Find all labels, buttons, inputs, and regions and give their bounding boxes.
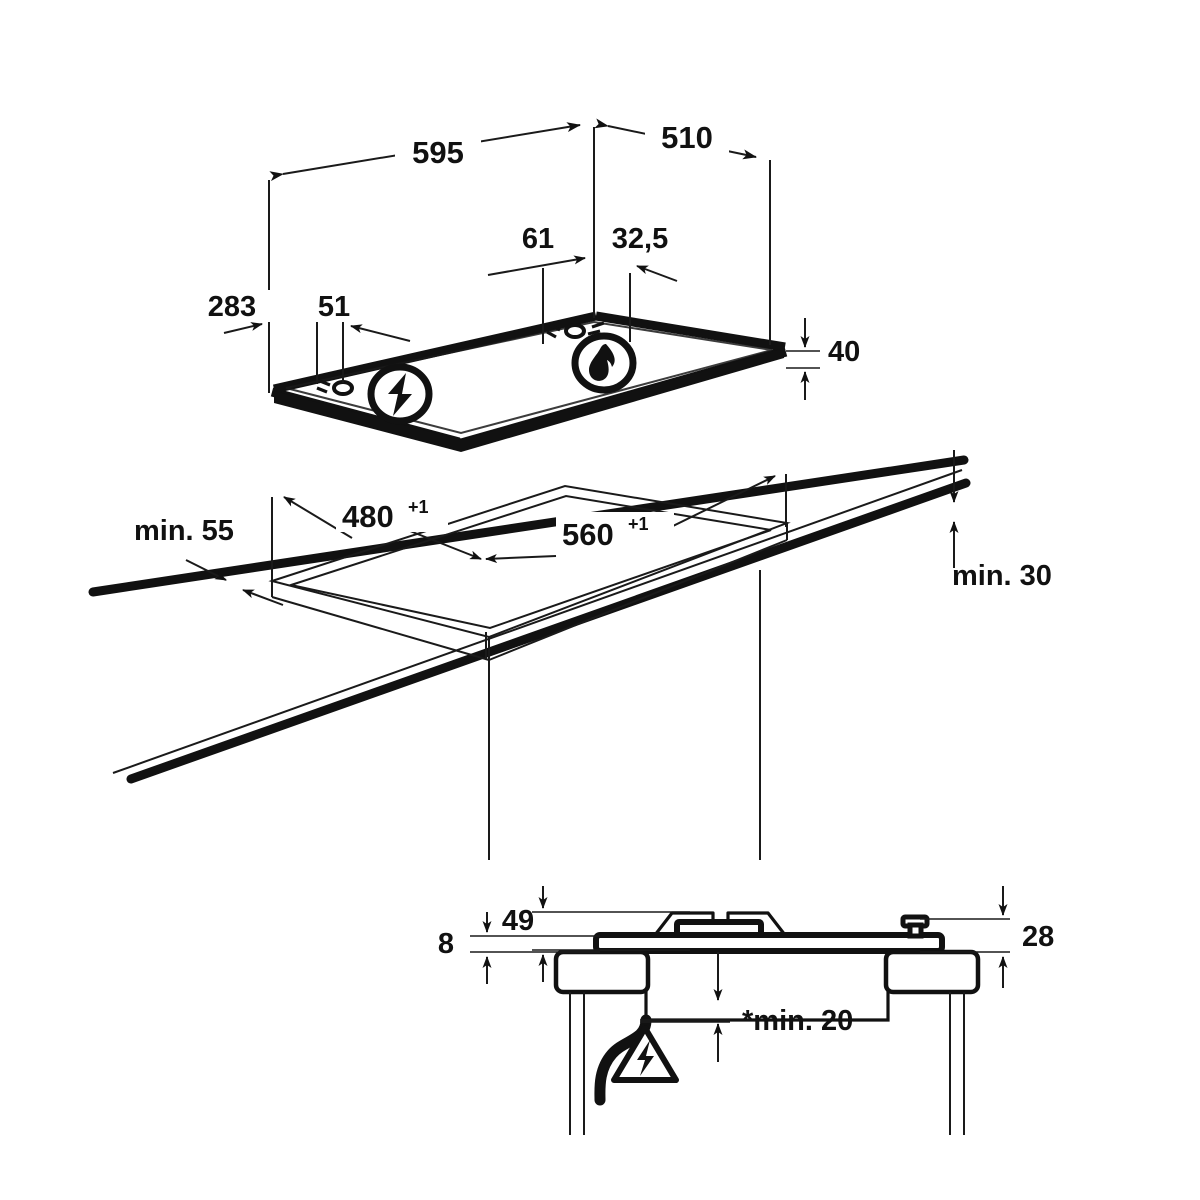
dim-label-min-30: min. 30 [952, 560, 1052, 592]
gas-flame-icon [571, 332, 637, 394]
worktop-top-edge [88, 455, 969, 597]
dim-49: 49 [502, 886, 690, 982]
dim-min-20: *min. 20 [640, 952, 853, 1062]
dim-label-560-tolerance: +1 [628, 514, 649, 534]
dim-label-595: 595 [412, 135, 464, 170]
dim-label-min-55: min. 55 [134, 515, 234, 547]
dim-560: 560 +1 [485, 474, 787, 564]
gas-burner-assembly [546, 321, 605, 339]
dim-61: 61 [487, 222, 595, 344]
dim-325: 32,5 [599, 222, 683, 342]
dim-min-55: min. 55 [134, 515, 284, 606]
dim-label-40: 40 [828, 336, 860, 368]
section-burner-cap [653, 911, 787, 938]
section-worktop-left [553, 949, 651, 995]
worktop-cutout-view: 480 +1 560 +1 min. 55 [88, 450, 1052, 860]
ignition-spark-icon [367, 363, 433, 425]
section-hob-plate [593, 932, 945, 954]
dim-label-8: 8 [438, 928, 454, 960]
dim-480: 480 +1 [271, 494, 487, 660]
dim-label-32-5: 32,5 [612, 223, 668, 255]
dim-label-49: 49 [502, 905, 534, 937]
dim-label-480: 480 [342, 499, 394, 534]
dim-min-30: min. 30 [949, 450, 1052, 592]
dim-label-510: 510 [661, 120, 713, 155]
worktop-front-edge [126, 478, 971, 784]
cross-section-view: 8 49 28 [438, 886, 1054, 1135]
hob-appliance-view: 595 510 61 32,5 [196, 118, 860, 452]
worktop-band-line [112, 469, 963, 774]
dim-label-560: 560 [562, 517, 614, 552]
dim-label-61: 61 [522, 223, 554, 255]
dim-40: 40 [786, 318, 860, 400]
section-cabinet-walls [569, 992, 965, 1135]
dim-8: 8 [438, 912, 600, 984]
dim-label-min-20: *min. 20 [742, 1005, 853, 1037]
dim-label-51: 51 [318, 291, 350, 323]
dim-label-28: 28 [1022, 921, 1054, 953]
dim-510: 510 [594, 118, 771, 345]
dim-51: 51 [308, 290, 411, 384]
dim-283: 283 [196, 290, 272, 393]
section-worktop-right [883, 949, 981, 995]
dim-28: 28 [920, 886, 1054, 988]
dim-label-480-tolerance: +1 [408, 497, 429, 517]
electrical-hazard-icon [611, 1025, 679, 1083]
dim-label-283: 283 [208, 291, 256, 323]
